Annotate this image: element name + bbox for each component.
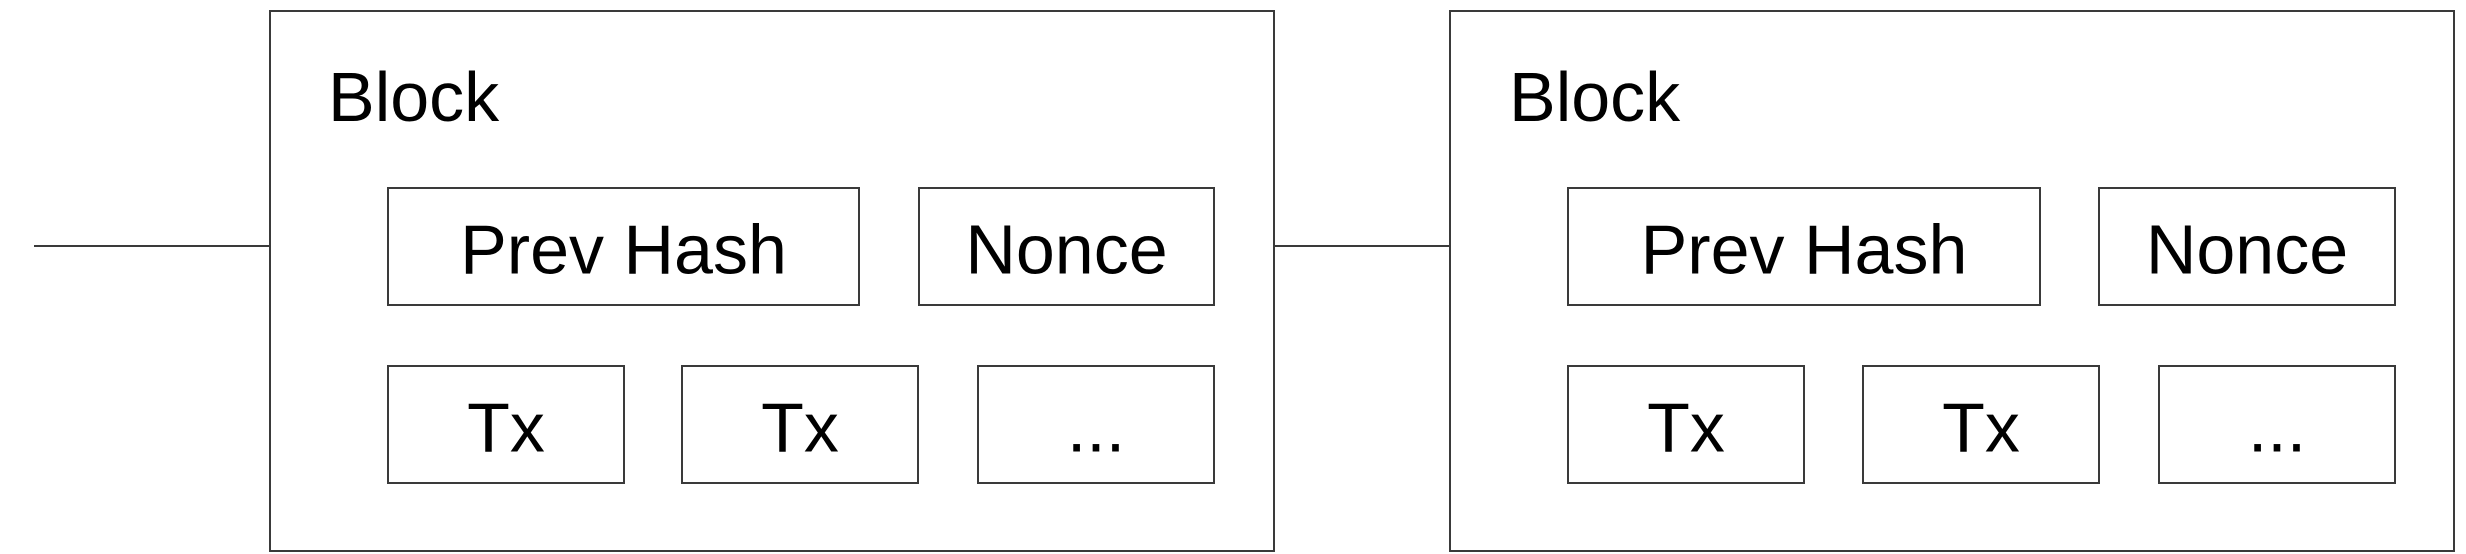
block-1-nonce-box (918, 187, 1215, 306)
block-2-tx-label-2: Tx (1942, 388, 2020, 466)
block-2-tx-box-1 (1567, 365, 1805, 484)
block-1-tx-box-1 (387, 365, 625, 484)
block-1-tx-box-2 (681, 365, 919, 484)
block-2-nonce-box (2098, 187, 2396, 306)
block-2-prev-hash-label: Prev Hash (1641, 210, 1968, 288)
block-2-tx-label-more: ... (2248, 388, 2306, 466)
block-1-title: Block (328, 58, 500, 136)
block-2-nonce-label: Nonce (2146, 210, 2348, 288)
block-1: Block Prev Hash Nonce Tx Tx ... (269, 10, 1275, 552)
block-2-tx-label-1: Tx (1647, 388, 1725, 466)
block-2-title: Block (1509, 58, 1681, 136)
block-1-prev-hash-box (387, 187, 860, 306)
block-1-tx-label-more: ... (1067, 388, 1125, 466)
block-2: Block Prev Hash Nonce Tx Tx ... (1449, 10, 2455, 552)
block-2-tx-box-more (2158, 365, 2396, 484)
block-1-tx-label-2: Tx (761, 388, 839, 466)
block-1-nonce-label: Nonce (965, 210, 1167, 288)
block-2-tx-box-2 (1862, 365, 2100, 484)
block-1-tx-label-1: Tx (467, 388, 545, 466)
block-1-prev-hash-label: Prev Hash (460, 210, 787, 288)
block-2-prev-hash-box (1567, 187, 2041, 306)
block-1-tx-box-more (977, 365, 1215, 484)
